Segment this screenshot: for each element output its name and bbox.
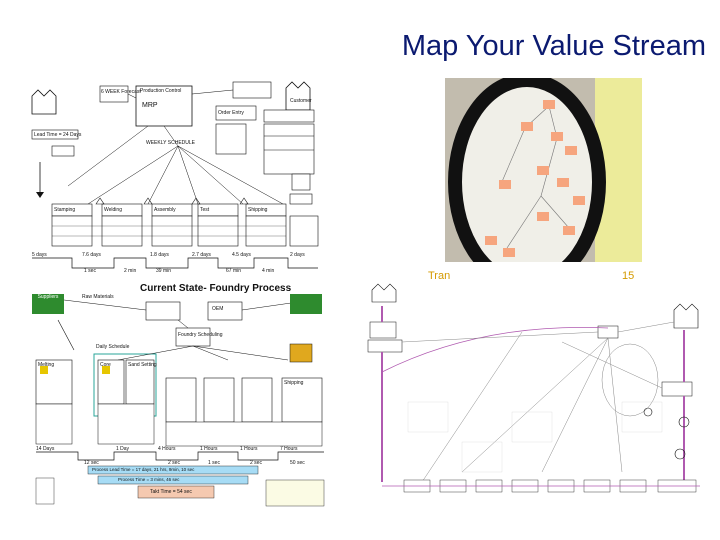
process-stamping: Stamping <box>54 207 76 213</box>
sticky-note <box>557 178 569 187</box>
shipping-label: Shipping <box>284 380 304 386</box>
melting-label: Melting <box>38 362 55 368</box>
foundry-sec-5: 50 sec <box>290 460 305 466</box>
slide-title: Map Your Value Stream <box>401 30 706 62</box>
sand-setting-label: Sand Setting <box>128 362 157 368</box>
timeline-day-1: 5 days <box>32 252 47 258</box>
process-test: Test <box>200 207 210 213</box>
foundry-day-3: 4 Hours <box>158 446 176 452</box>
oem-factory-box <box>290 294 322 314</box>
timeline-day-5: 4.5 days <box>232 252 251 258</box>
daily-schedule-label: Daily Schedule <box>96 344 130 350</box>
sticky-note <box>503 248 515 257</box>
foundry-day-6: 7 Hours <box>280 446 298 452</box>
timeline-day-3: 1.8 days <box>150 252 169 258</box>
value-stream-map-top-left: Production Control MRP 6 WEEK Forecast C… <box>28 76 320 274</box>
foundry-sec-3: 1 sec <box>208 460 220 466</box>
value-stream-map-right <box>362 262 700 512</box>
process-time-label: Process Time = 3 mins, 46 sec <box>118 477 180 482</box>
oem-label: OEM <box>212 306 224 312</box>
vsm-right-drawing <box>367 283 700 493</box>
process-welding: Welding <box>104 207 122 213</box>
sticky-note <box>543 100 555 109</box>
timeline-day-2: 7.6 days <box>82 252 101 258</box>
sticky-note <box>573 196 585 205</box>
foundry-sec-2: 2 sec <box>168 460 180 466</box>
foundry-day-4: 1 Hours <box>200 446 218 452</box>
sticky-note <box>537 166 549 175</box>
timeline-time-3: 39 min <box>156 268 172 274</box>
foundry-sec-1: 12 sec <box>84 460 99 466</box>
wall-map-photo <box>445 78 642 278</box>
core-label: Core <box>100 362 111 368</box>
process-lead-time-label: Process Lead Time = 17 days, 21 hrs, 9mi… <box>92 467 195 472</box>
wall-map-photo-drawing <box>445 78 642 278</box>
sticky-note <box>563 226 575 235</box>
suppliers-box: Suppliers <box>32 294 64 314</box>
sticky-note <box>537 212 549 221</box>
timeline-time-1: 1 sec <box>84 268 96 274</box>
timeline-time-4: 67 min <box>226 268 242 274</box>
sticky-note <box>499 180 511 189</box>
lead-time-label: Lead Time = 24 Days <box>34 132 82 138</box>
foundry-day-5: 1 Hours <box>240 446 258 452</box>
foundry-scheduling-label: Foundry Scheduling <box>178 332 223 338</box>
vsm-overlay-text-left: Tran <box>428 270 451 282</box>
sticky-note <box>565 146 577 155</box>
vsm-foundry-drawing <box>35 299 325 507</box>
process-shipping: Shipping <box>248 207 268 213</box>
foundry-title: Current State- Foundry Process <box>140 283 292 294</box>
timeline-day-4: 2.7 days <box>192 252 211 258</box>
takt-time-label: Takt Time = 54 sec <box>150 489 192 495</box>
value-stream-map-foundry: Current State- Foundry Process Suppliers… <box>28 280 330 510</box>
weekly-schedule-label: WEEKLY SCHEDULE <box>146 140 195 146</box>
process-assembly: Assembly <box>154 207 176 213</box>
timeline-time-5: 4 min <box>262 268 275 274</box>
sticky-note <box>551 132 563 141</box>
suppliers-label: Suppliers <box>37 294 59 300</box>
timeline-time-2: 2 min <box>124 268 137 274</box>
vsm-top-left-drawing <box>31 81 319 269</box>
vsm-overlay-text-right: 15 <box>622 270 635 282</box>
production-control-label: Production Control <box>140 88 182 94</box>
sticky-note <box>485 236 497 245</box>
timeline-day-6: 2 days <box>290 252 305 258</box>
mrp-label: MRP <box>142 102 158 109</box>
foundry-day-2: 1 Day <box>116 446 130 452</box>
forecast-label: 6 WEEK Forecast <box>101 89 141 95</box>
customer-label: Customer <box>290 98 312 104</box>
foundry-sec-4: 2 sec <box>250 460 262 466</box>
order-entry-label: Order Entry <box>218 110 244 116</box>
sticky-note <box>521 122 533 131</box>
foundry-day-1: 14 Days <box>36 446 55 452</box>
raw-materials-label: Raw Materials <box>82 294 114 300</box>
